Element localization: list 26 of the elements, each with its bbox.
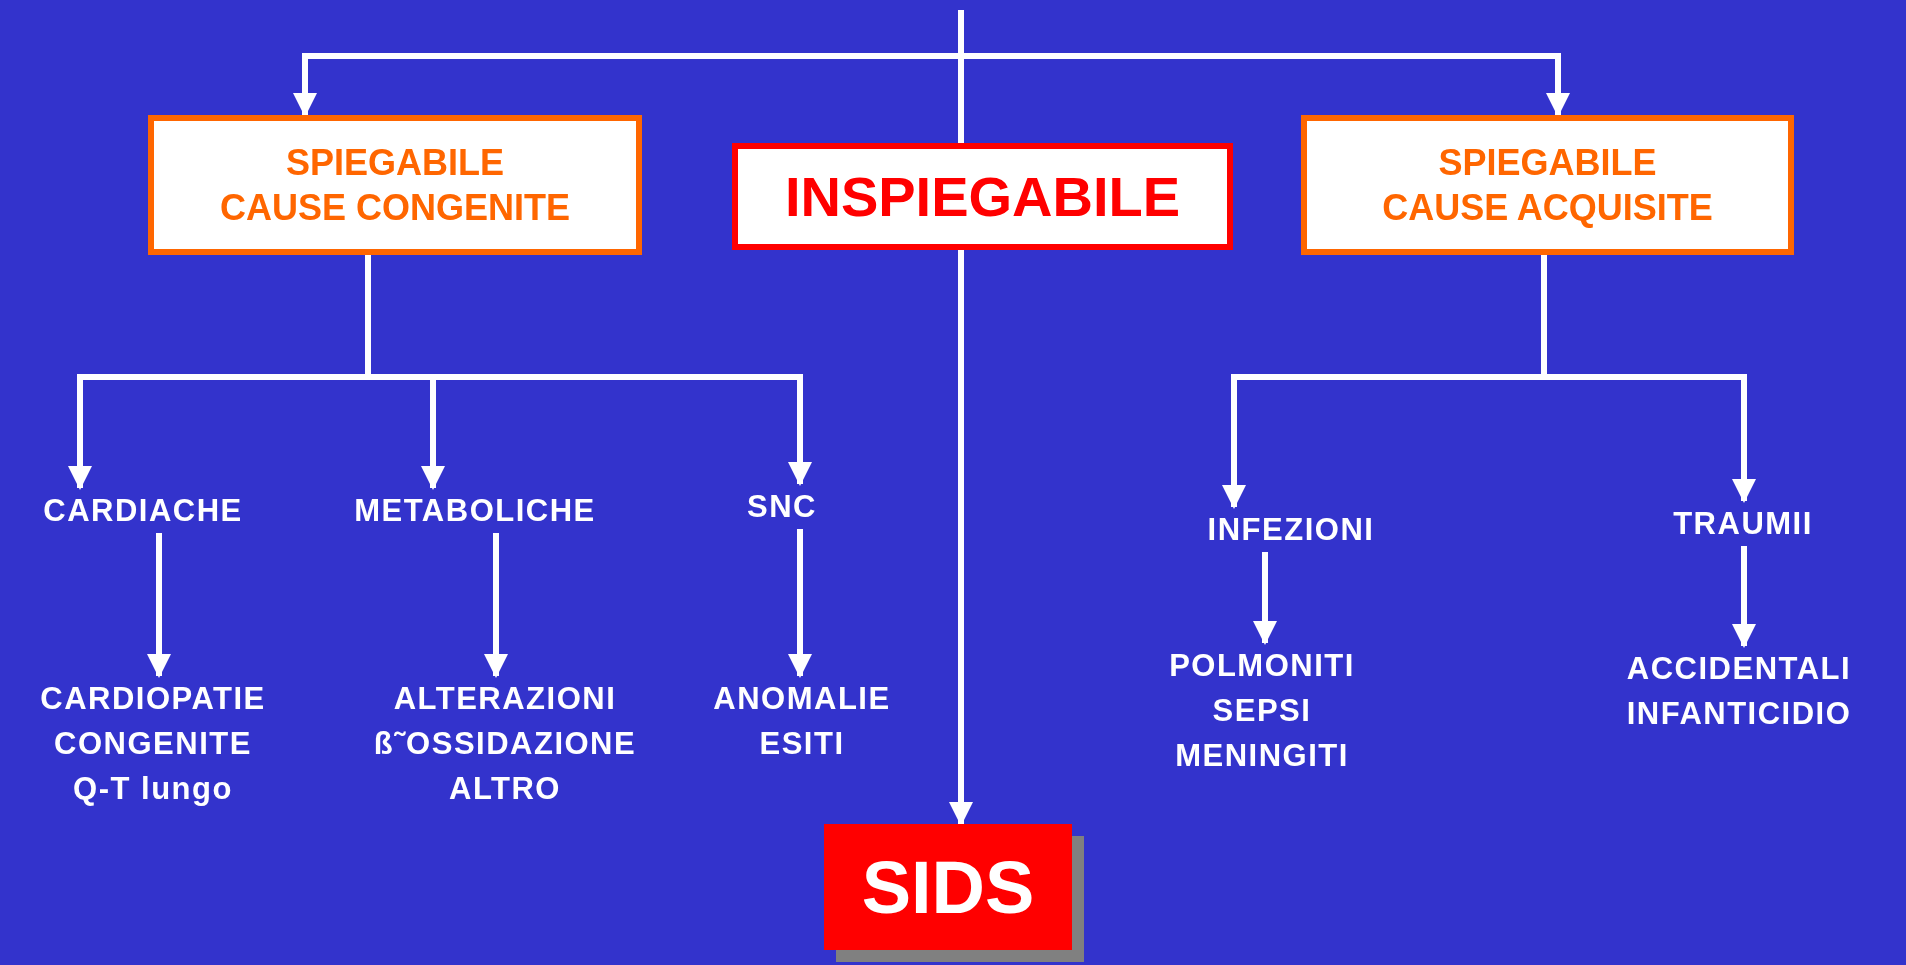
arrow xyxy=(147,533,171,678)
arrow xyxy=(1732,546,1756,648)
arrow xyxy=(484,533,508,678)
category-label: ALTERAZIONI ß˜OSSIDAZIONE ALTRO xyxy=(335,676,675,811)
category-label: ACCIDENTALI INFANTICIDIO xyxy=(1574,646,1904,736)
cause-box xyxy=(1301,115,1794,255)
category-label: CARDIACHE xyxy=(43,488,243,533)
box-title: SPIEGABILE xyxy=(285,141,504,185)
arrow xyxy=(1541,255,1756,503)
category-label: CARDIOPATIE CONGENITE Q-T lungo xyxy=(35,676,271,811)
arrow xyxy=(1253,552,1277,645)
cause-box xyxy=(148,115,642,255)
box-title: SPIEGABILE xyxy=(1438,141,1657,185)
box-title: INSPIEGABILE xyxy=(784,163,1181,230)
category-box xyxy=(732,143,1233,250)
category-label: TRAUMII xyxy=(1673,501,1813,546)
arrow xyxy=(949,250,973,826)
arrow xyxy=(365,255,812,486)
category-label: METABOLICHE xyxy=(354,488,596,533)
box-title: CAUSE CONGENITE xyxy=(219,186,570,230)
box-title: CAUSE ACQUISITE xyxy=(1382,186,1713,230)
category-label: ANOMALIE ESITI xyxy=(682,676,922,766)
arrow xyxy=(788,529,812,678)
category-label: POLMONITI SEPSI MENINGITI xyxy=(1147,643,1377,778)
category-label: INFEZIONI xyxy=(1207,507,1375,552)
category-label: SNC xyxy=(747,484,817,529)
